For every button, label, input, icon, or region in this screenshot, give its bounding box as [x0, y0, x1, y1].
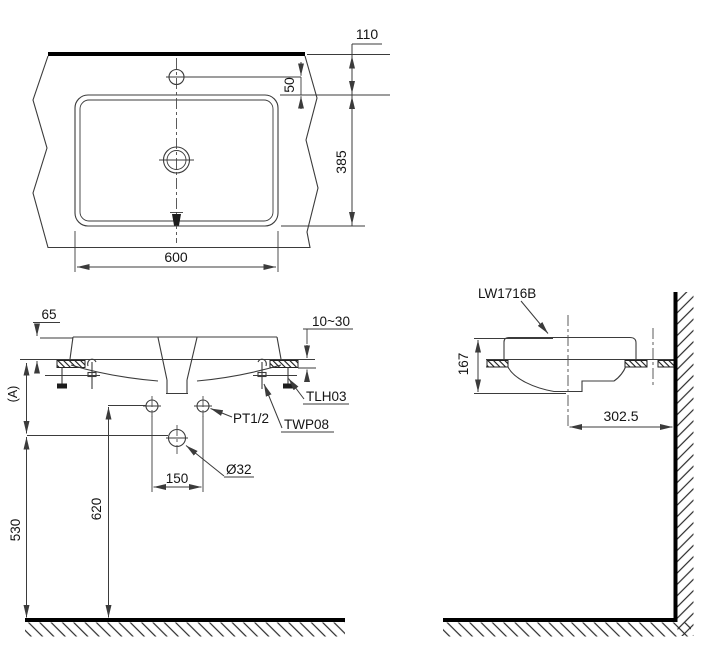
label-tlh03: TLH03 [306, 389, 347, 404]
front-elevation-view: 150 Ø32 PT1/2 TWP08 TLH03 65 10~30 (A) 5… [6, 307, 353, 637]
dim-600: 600 [164, 249, 188, 265]
floor-hatch-front [25, 622, 345, 637]
clamp-hook-left [87, 358, 97, 367]
wall-hatch [677, 292, 694, 636]
label-twp08: TWP08 [284, 417, 329, 432]
dim-530: 530 [8, 519, 23, 542]
bowl-profile [507, 366, 627, 393]
model-leader [520, 300, 549, 334]
model-label: LW1716B [478, 286, 536, 301]
counter-section-right [269, 360, 299, 368]
dim-50: 50 [281, 77, 297, 93]
counter-section-left [56, 360, 86, 368]
supply-leader [210, 408, 233, 418]
dim-302-5: 302.5 [603, 408, 638, 424]
clamp-nut-left [87, 371, 97, 378]
clamp-leader [263, 383, 283, 429]
tbolt-cap-left [57, 383, 67, 389]
drain-funnel [157, 337, 198, 395]
counter-section-side-left [486, 360, 509, 368]
dim-A: (A) [6, 386, 20, 403]
tbolt-cap-right [283, 383, 293, 389]
label-pt12: PT1/2 [233, 411, 269, 426]
floor-hatch-side [443, 622, 691, 637]
sink-underside-left [70, 364, 159, 382]
counter-outline [32, 55, 319, 249]
drain-leader [185, 445, 225, 477]
sink-rim-profile [503, 336, 637, 359]
dim-10-30: 10~30 [312, 314, 350, 329]
sink-left-edge [69, 336, 74, 360]
bracket-leader [288, 378, 305, 400]
dim-65: 65 [41, 307, 56, 322]
dim-150: 150 [166, 471, 189, 486]
dim-167: 167 [456, 353, 471, 376]
dim-385: 385 [333, 150, 349, 174]
label-o32: Ø32 [226, 462, 252, 477]
dim-110: 110 [356, 26, 379, 42]
counter-section-side-wall [657, 360, 675, 368]
side-view: LW1716B 167 302.5 [443, 286, 694, 637]
clamp-nut-right [257, 371, 267, 378]
dim-620: 620 [89, 498, 104, 521]
overflow-mark [172, 214, 181, 226]
plan-view: 50 110 385 600 [32, 26, 390, 272]
sink-underside-right [196, 364, 282, 382]
clamp-hook-right [257, 358, 267, 367]
sink-right-edge [276, 336, 282, 360]
counter-section-side-mid [624, 360, 648, 368]
